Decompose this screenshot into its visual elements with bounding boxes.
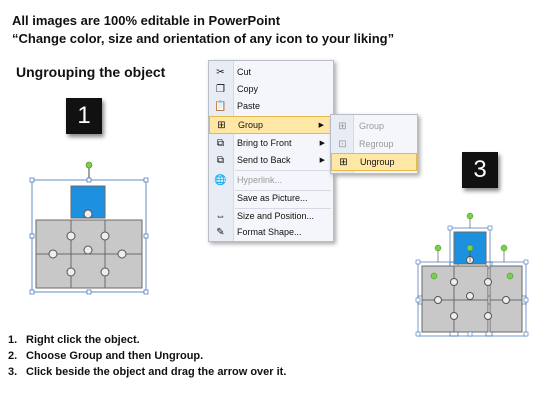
rotation-handles[interactable] [430,212,514,280]
menu-item-label: Size and Position... [237,211,315,221]
group-submenu: ⊞ Group ⊡ Regroup ⊞ Ungroup [330,114,418,174]
menu-item-bring-to-front[interactable]: ⧉ Bring to Front ▶ [209,134,333,152]
step-item: 1.Right click the object. [8,334,140,346]
submenu-item-label: Ungroup [360,157,395,167]
submenu-arrow-icon: ▶ [319,157,325,164]
menu-item-copy[interactable]: ❐ Copy [209,80,333,98]
menu-item-paste[interactable]: 📋 Paste [209,97,333,115]
puzzle-piece [70,253,106,289]
menu-item-label: Copy [237,84,259,94]
grouped-puzzle-object[interactable] [26,158,154,298]
puzzle-piece[interactable] [453,299,489,333]
puzzle-piece[interactable] [489,265,523,301]
format-shape-icon: ✎ [216,226,225,238]
menu-item-label: Hyperlink... [237,175,283,185]
menu-separator [235,190,331,191]
bring-to-front-icon: ⧉ [216,137,225,149]
menu-separator [235,170,331,171]
step-badge-1: 1 [66,98,102,134]
step-badge-3: 3 [462,152,498,188]
menu-item-hyperlink[interactable]: 🌐 Hyperlink... [209,171,333,189]
hyperlink-icon: 🌐 [214,174,227,186]
section-title: Ungrouping the object [16,64,166,80]
size-position-icon: ⇔ [215,210,226,222]
submenu-item-label: Regroup [359,139,394,149]
header-line-1: All images are 100% editable in PowerPoi… [12,13,281,28]
menu-item-label: Format Shape... [237,227,302,237]
group-icon: ⊞ [338,120,347,132]
context-menu: ✂ Cut ❐ Copy 📋 Paste ⊞ Group ▶ ⧉ Bring t… [208,60,334,242]
promo-header: All images are 100% editable in PowerPoi… [12,12,394,48]
group-icon: ⊞ [217,119,226,131]
puzzle-piece[interactable] [421,265,455,301]
menu-item-group[interactable]: ⊞ Group ▶ [209,116,333,134]
menu-icon-strip [209,61,234,241]
submenu-item-group[interactable]: ⊞ Group [331,117,417,135]
menu-item-format-shape[interactable]: ✎ Format Shape... [209,223,333,241]
step-item: 2.Choose Group and then Ungroup. [8,350,204,362]
submenu-item-label: Group [359,121,385,131]
menu-item-label: Save as Picture... [237,193,308,203]
puzzle-piece[interactable] [489,299,523,333]
menu-item-label: Paste [237,101,261,111]
puzzle-piece [104,219,143,255]
header-line-2: “Change color, size and orientation of a… [12,31,395,46]
ungrouped-puzzle-object[interactable] [414,212,530,338]
menu-item-label: Group [238,120,264,130]
paste-icon: 📋 [214,100,227,112]
puzzle-piece [35,219,72,255]
menu-item-size-and-position[interactable]: ⇔ Size and Position... [209,207,333,225]
puzzle-piece [104,253,143,289]
menu-item-cut[interactable]: ✂ Cut [209,63,333,81]
send-to-back-icon: ⧉ [216,154,225,166]
menu-item-send-to-back[interactable]: ⧉ Send to Back ▶ [209,151,333,169]
menu-item-label: Send to Back [237,155,291,165]
scissors-icon: ✂ [216,66,225,78]
menu-item-label: Bring to Front [237,138,292,148]
menu-separator [235,208,331,209]
rotation-handle[interactable] [85,161,93,169]
menu-item-label: Cut [237,67,252,77]
submenu-item-regroup[interactable]: ⊡ Regroup [331,135,417,153]
regroup-icon: ⊡ [338,138,347,150]
submenu-item-ungroup[interactable]: ⊞ Ungroup [331,153,417,171]
ungroup-icon: ⊞ [339,156,348,168]
puzzle-piece[interactable] [421,299,455,333]
copy-icon: ❐ [216,83,225,95]
menu-item-save-as-picture[interactable]: Save as Picture... [209,189,333,207]
puzzle-piece [35,253,72,289]
instruction-steps: 1.Right click the object. 2.Choose Group… [8,332,286,380]
step-item: 3.Click beside the object and drag the a… [8,366,287,378]
submenu-arrow-icon: ▶ [319,140,325,147]
submenu-arrow-icon: ▶ [318,122,324,129]
